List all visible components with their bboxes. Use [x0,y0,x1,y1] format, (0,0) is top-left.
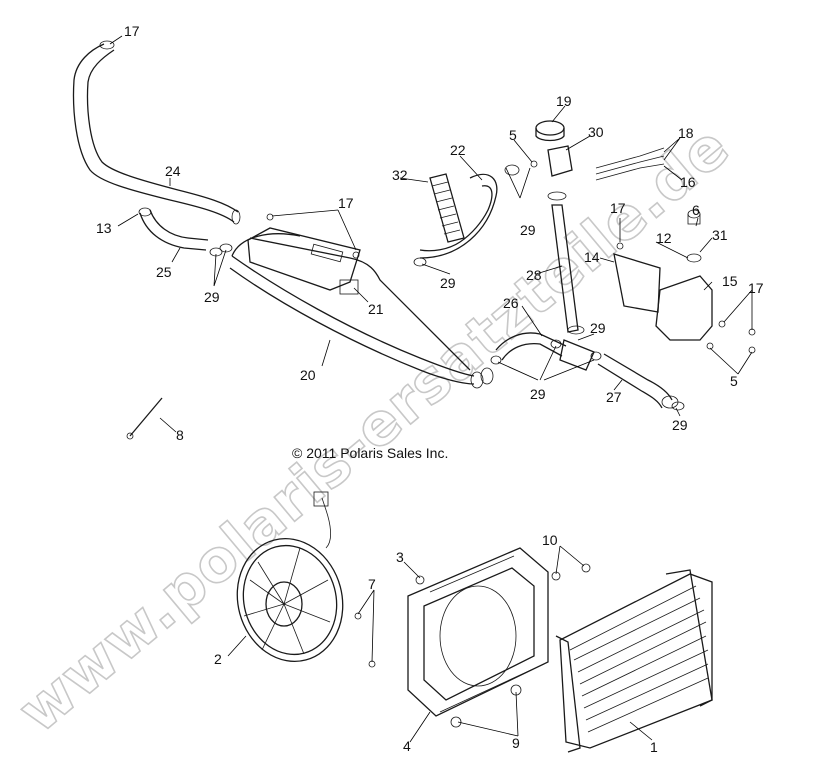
callout-25: 26 [503,295,519,311]
callout-14: 15 [722,273,738,289]
callout-13: 14 [584,249,600,265]
callout-29-d: 29 [530,386,546,402]
bracket-plate [247,227,361,295]
callout-18: 18 [678,125,694,141]
callout-8: 9 [512,735,520,751]
callout-17-c: 17 [748,280,764,296]
small-hardware [354,563,591,728]
hose-clamps [209,243,685,411]
long-bolt [126,397,163,440]
callout-5-a: 5 [509,127,517,143]
callout-27: 28 [526,267,542,283]
callout-labels: 17 24 13 25 29 17 21 20 32 22 29 5 19 30… [96,23,764,755]
callout-29-b: 29 [440,275,456,291]
callout-10: 10 [542,532,558,548]
callout-3: 3 [396,549,404,565]
callout-20: 20 [300,367,316,383]
callout-15: 16 [680,174,696,190]
fasteners [266,160,756,354]
upper-coolant-hose [72,40,241,225]
callout-9: 8 [176,427,184,443]
small-tubes [595,147,665,181]
vertical-pipe [547,191,579,333]
callout-29-c: 29 [520,222,536,238]
copyright-text: © 2011 Polaris Sales Inc. [292,445,448,461]
callout-22: 22 [450,142,466,158]
spring [429,173,465,243]
callout-32: 32 [392,167,408,183]
callout-28: 29 [590,320,606,336]
callout-17-a: 17 [338,195,354,211]
callout-17-b: 17 [610,200,626,216]
small-hose-left [138,207,209,251]
callout-24: 25 [156,264,172,280]
t-connector-hose [495,325,595,371]
callout-30: 30 [588,124,604,140]
callout-12: 13 [96,220,112,236]
callout-29-e: 29 [672,417,688,433]
callout-4: 4 [403,738,411,754]
callout-26: 27 [606,389,622,405]
callout-21: 21 [368,301,384,317]
filler-cap [535,120,573,177]
radiator-core [555,569,713,753]
leader-lines [109,35,753,743]
callout-19: 19 [556,93,572,109]
callout-2: 2 [214,651,222,667]
watermark-text: www.polaris-ersatzteile.de [5,112,742,746]
tube-bundle [229,233,494,389]
callout-23: 24 [165,163,181,179]
cooling-fan [236,491,344,663]
callout-5-b: 5 [730,373,738,389]
callout-7: 7 [368,576,376,592]
expansion-tank [613,209,713,341]
shroud-frame [407,547,549,717]
callout-1: 1 [650,739,658,755]
callout-16: 17 [124,23,140,39]
callout-31: 31 [712,227,728,243]
callout-11: 12 [656,230,672,246]
callout-29-a: 29 [204,289,220,305]
callout-6: 6 [692,202,700,218]
s-hose [419,164,520,259]
